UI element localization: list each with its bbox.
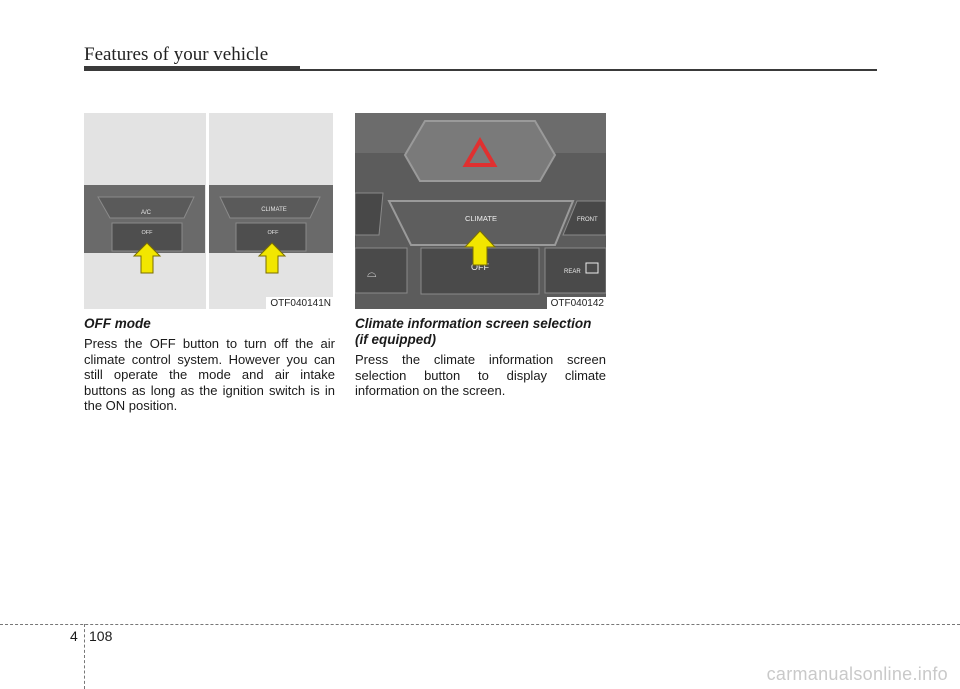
left-panel: A/C OFF [84, 185, 205, 309]
rear-defrost-icon [585, 262, 599, 274]
image-code: OTF040142 [546, 297, 606, 309]
section-header-title: Features of your vehicle [84, 44, 269, 65]
arrow-icon [463, 230, 497, 266]
climate-button-label-small: CLIMATE [261, 207, 287, 213]
header-rule [300, 69, 877, 71]
front-label: FRONT [577, 217, 598, 223]
off-mode-body: Press the OFF button to turn off the air… [84, 336, 335, 413]
off-mode-photo: A/C OFF CLIMATE OFF OTF040141N [84, 113, 333, 309]
header-bar [84, 66, 300, 71]
chapter-number: 4 [70, 628, 78, 644]
climate-info-body: Press the climate information screen sel… [355, 352, 606, 398]
image-code: OTF040141N [266, 297, 333, 309]
off-mode-heading: OFF mode [84, 316, 151, 331]
climate-button-label: CLIMATE [465, 214, 497, 223]
rear-label: REAR [564, 269, 581, 275]
footer-rule [0, 624, 960, 625]
climate-info-photo: ⌓ CLIMATE OFF FRONT REAR OTF040142 [355, 113, 606, 309]
arrow-icon [257, 242, 287, 274]
defrost-icon: ⌓ [367, 266, 377, 280]
off-button-label-right: OFF [268, 230, 280, 236]
climate-info-section: Climate information screen selection (if… [355, 316, 606, 399]
hazard-triangle-icon [462, 137, 498, 167]
hazard-button [403, 120, 557, 182]
off-button-label-left: OFF [142, 230, 154, 236]
right-panel: CLIMATE OFF [209, 185, 333, 309]
off-button-label-large: OFF [471, 262, 489, 272]
page-number: 108 [89, 628, 113, 644]
arrow-icon [132, 242, 162, 274]
footer-divider [84, 624, 85, 689]
watermark: carmanualsonline.info [766, 664, 948, 684]
climate-info-heading: Climate information screen selection (if… [355, 316, 592, 347]
off-mode-section: OFF mode Press the OFF button to turn of… [84, 316, 335, 414]
ac-button-label: A/C [141, 210, 152, 216]
